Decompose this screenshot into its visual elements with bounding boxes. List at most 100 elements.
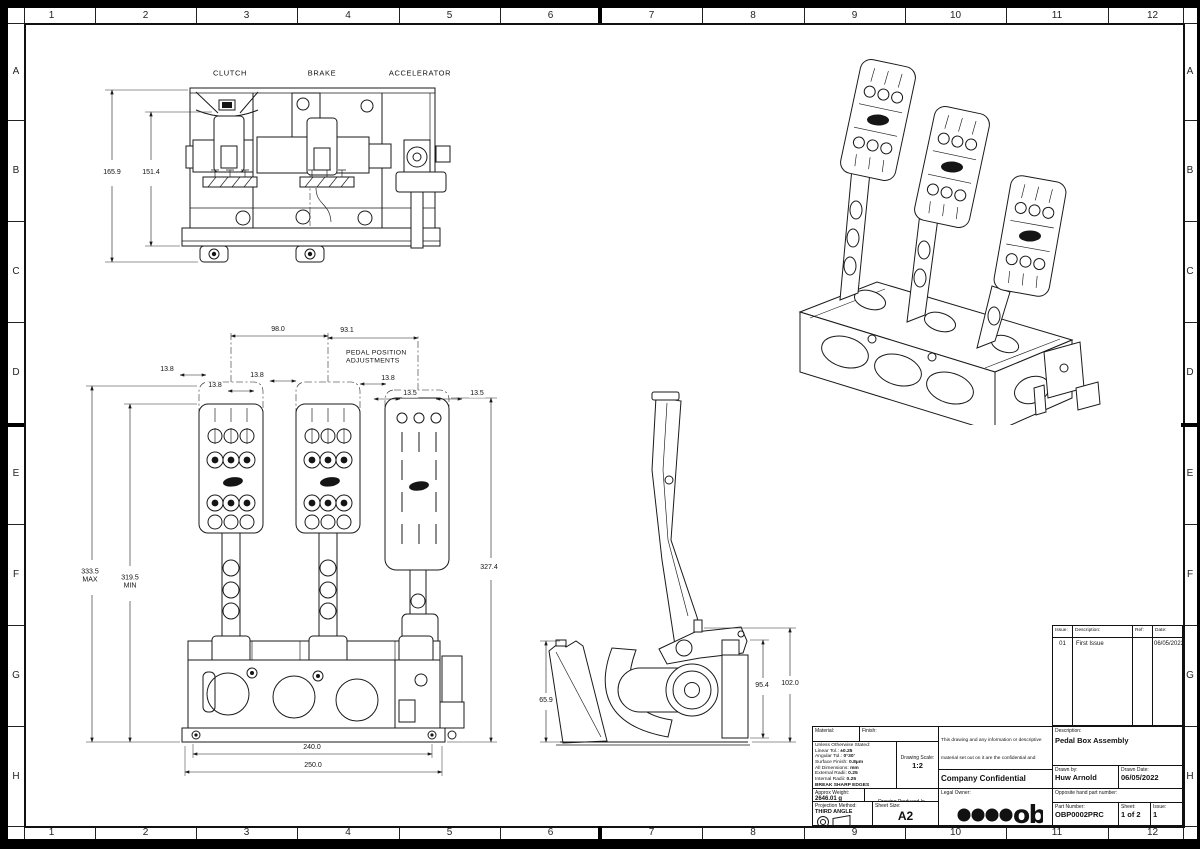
drawing-scale-cell: Drawing Scale: 1:2 bbox=[897, 742, 939, 789]
dim-rear-pivot-height: 151.4 bbox=[141, 168, 161, 178]
revision-header-description: Description: bbox=[1073, 626, 1132, 638]
produced-cell: Drawing Produced In Accordance With: BS8… bbox=[865, 789, 939, 802]
drawing-scale-label: Drawing Scale: bbox=[900, 755, 935, 761]
drawn-date-value: 06/05/2022 bbox=[1121, 773, 1159, 782]
dim-front-base-width: 240.0 bbox=[302, 743, 322, 753]
legal-owner-label: Legal Owner: bbox=[941, 790, 971, 796]
revision-header-date: Date: bbox=[1153, 626, 1184, 638]
grid-col-top-11: 11 bbox=[1006, 8, 1109, 23]
material-cell: Material: bbox=[813, 727, 860, 742]
dim-front-accel-adj-a: 13.5 bbox=[402, 389, 418, 399]
third-angle-icon bbox=[817, 814, 851, 827]
grid-row-right-c: C bbox=[1183, 221, 1197, 323]
grid-row-right-f: F bbox=[1183, 524, 1197, 626]
tol-line-3-label: Surface Finish: bbox=[815, 760, 849, 766]
grid-col-bottom-3: 3 bbox=[196, 826, 298, 839]
grid-row-left-f: F bbox=[8, 524, 24, 626]
grid-col-top-9: 9 bbox=[804, 8, 906, 23]
revision-value-description: First Issue bbox=[1076, 641, 1104, 647]
dim-side-overall-height: 102.0 bbox=[780, 679, 800, 689]
grid-row-right-d: D bbox=[1183, 322, 1197, 424]
grid-col-bottom-4: 4 bbox=[297, 826, 400, 839]
grid-row-left-c: C bbox=[8, 221, 24, 323]
rear-label-brake: BRAKE bbox=[307, 68, 337, 78]
drawn-date-label: Drawn Date: bbox=[1121, 767, 1149, 773]
part-number-label: Part Number: bbox=[1055, 804, 1085, 810]
drawing-scale-value: 1:2 bbox=[912, 761, 923, 770]
rear-elevation-drawing bbox=[100, 55, 460, 275]
opposite-hand-cell: Opposite hand part number: bbox=[1053, 789, 1184, 803]
grid-row-left-g: G bbox=[8, 625, 24, 727]
dim-front-accel-adj-b: 13.5 bbox=[469, 389, 485, 399]
tol-line-6-label: Internal Radii: bbox=[815, 777, 847, 783]
side-elevation-drawing bbox=[530, 390, 810, 750]
tol-line-6-value: 0.25 bbox=[846, 777, 857, 783]
title-block: Material: Finish: Unless Otherwise State… bbox=[812, 726, 1184, 827]
grid-col-top-1: 1 bbox=[8, 8, 96, 23]
revision-value-issue: 01 bbox=[1059, 641, 1066, 647]
company-confidential-text: Company Confidential bbox=[941, 774, 1026, 783]
grid-col-bottom-10: 10 bbox=[905, 826, 1007, 839]
tol-line-5-label: External Radii: bbox=[815, 771, 849, 777]
dim-front-overall-width: 250.0 bbox=[303, 761, 323, 771]
approx-weight-value: 2646.01 g bbox=[815, 796, 843, 802]
dim-rear-overall-height: 165.9 bbox=[102, 168, 122, 178]
projection-cell: Projection Method: THIRD ANGLE bbox=[813, 802, 873, 827]
obp-logo-text: obp bbox=[1013, 800, 1043, 827]
dim-front-adj-d: 13.8 bbox=[380, 374, 396, 384]
grid-col-bottom-11: 11 bbox=[1006, 826, 1109, 839]
grid-col-top-10: 10 bbox=[905, 8, 1007, 23]
revision-header-issue: Issue: bbox=[1053, 626, 1072, 638]
produced-label: Drawing Produced In Accordance With: bbox=[878, 799, 925, 802]
description-label: Description: bbox=[1055, 728, 1082, 734]
grid-row-left-e: E bbox=[8, 423, 24, 525]
isometric-drawing bbox=[780, 56, 1110, 425]
revision-col-issue: Issue: 01 bbox=[1053, 626, 1073, 725]
sheet-label: Sheet: bbox=[1121, 804, 1136, 810]
revision-value-ref bbox=[1133, 638, 1152, 641]
grid-col-bottom-1: 1 bbox=[8, 826, 96, 839]
confidentiality-text: This drawing and any information or desc… bbox=[941, 738, 1042, 761]
dim-front-adj-a: 13.8 bbox=[159, 365, 175, 375]
grid-col-bottom-9: 9 bbox=[804, 826, 906, 839]
centering-mark-top bbox=[598, 8, 602, 23]
grid-col-bottom-8: 8 bbox=[702, 826, 805, 839]
rear-label-clutch: CLUTCH bbox=[212, 68, 248, 78]
opposite-hand-label: Opposite hand part number: bbox=[1055, 790, 1118, 796]
drawn-date-cell: Drawn Date: 06/05/2022 bbox=[1119, 766, 1184, 789]
company-confidential-cell: Company Confidential bbox=[939, 770, 1053, 789]
description-cell: Description: Pedal Box Assembly bbox=[1053, 727, 1184, 766]
dim-side-body-height: 95.4 bbox=[754, 681, 770, 691]
obp-logo: obp bbox=[957, 800, 1043, 827]
dim-front-accel-height: 327.4 bbox=[479, 563, 499, 573]
centering-mark-right bbox=[1181, 423, 1197, 427]
grid-row-right-g: G bbox=[1183, 625, 1197, 727]
grid-col-bottom-12: 12 bbox=[1146, 827, 1159, 838]
grid-col-top-8: 8 bbox=[702, 8, 805, 23]
rear-label-accelerator: ACCELERATOR bbox=[388, 68, 452, 78]
revision-header-ref: Ref: bbox=[1133, 626, 1152, 638]
revision-value-date: 06/05/2022 bbox=[1154, 641, 1185, 647]
tol-line-3-value: 0.8μm bbox=[848, 760, 864, 766]
grid-row-left-h: H bbox=[12, 770, 20, 782]
grid-row-left-a: A bbox=[8, 23, 24, 121]
front-elevation-drawing bbox=[60, 300, 510, 780]
tol-line-2-label: Angular Tol.: bbox=[815, 754, 844, 760]
tol-line-7: BREAK SHARP EDGES bbox=[815, 782, 870, 788]
projection-label: Projection Method: bbox=[815, 803, 857, 809]
sheet-size-value: A2 bbox=[897, 809, 914, 823]
approx-weight-cell: Approx Weight: 2646.01 g bbox=[813, 789, 865, 802]
tol-line-4-label: All Dimensions: bbox=[815, 765, 851, 771]
tol-line-0: Unless Otherwise Stated: bbox=[815, 743, 871, 748]
sheet-size-cell: Sheet Size: A2 bbox=[873, 802, 939, 827]
sheet-cell: Sheet: 1 of 2 bbox=[1119, 803, 1151, 827]
dim-front-brake-accel-spacing: 93.1 bbox=[339, 326, 355, 336]
grid-col-top-4: 4 bbox=[297, 8, 400, 23]
material-label: Material: bbox=[815, 728, 835, 734]
grid-col-top-7: 7 bbox=[601, 8, 703, 23]
dim-front-height-max: 333.5 MAX bbox=[80, 568, 100, 586]
tol-line-2-value: 0°30' bbox=[843, 754, 855, 760]
finish-cell: Finish: bbox=[860, 727, 939, 742]
legal-owner-cell: Legal Owner: obp bbox=[939, 789, 1053, 827]
grid-col-bottom-5: 5 bbox=[399, 826, 501, 839]
